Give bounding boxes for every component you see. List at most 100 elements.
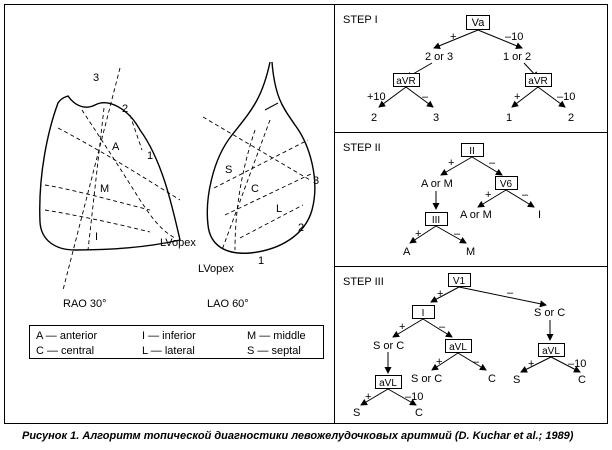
step1-leaf-1: 2 <box>371 112 377 124</box>
step3-avl-low-plus: + <box>365 391 371 403</box>
rao-view-label: RAO 30° <box>63 298 107 310</box>
step2-tree: STEP II II + – A or M V6 + – A or M I II… <box>343 142 541 258</box>
step3-root-plus: + <box>437 288 443 300</box>
step2-root-plus: + <box>448 157 454 169</box>
step3-avl-right-minus: –10 <box>568 358 586 370</box>
step1-left-box <box>393 73 420 87</box>
figure-caption: Рисунок 1. Алгоритм топической диагности… <box>22 430 574 442</box>
step2-v6-box <box>495 176 518 190</box>
step1-left-node: aVR <box>396 76 415 87</box>
lao-line-1: 1 <box>258 255 264 267</box>
lao-heart-diagram: S C L 3 2 1 LVopex LAO 60° <box>198 61 319 310</box>
step3-avl-right-left: S <box>513 374 520 386</box>
step2-iii-plus: + <box>415 228 421 240</box>
step2-iii-left: A <box>403 246 411 258</box>
rao-region-m: M <box>100 183 109 195</box>
step3-avl-right-plus: + <box>528 358 534 370</box>
step3-i-plus: + <box>399 321 405 333</box>
step3-avl-mid-box <box>445 339 472 353</box>
legend-middle: M — middle <box>247 330 306 342</box>
step3-avl-right-box <box>538 343 565 357</box>
legend-box <box>29 325 324 359</box>
step3-i: I <box>422 308 425 319</box>
legend-septal: S — septal <box>247 345 301 357</box>
step2-left-cond: A or M <box>421 178 453 190</box>
step3-avl-mid: aVL <box>449 342 467 353</box>
step2-v6-left: A or M <box>460 209 492 221</box>
step1-root-box <box>466 15 490 30</box>
step2-iii-right: M <box>466 246 475 258</box>
step1-rr-edge: –10 <box>557 91 575 103</box>
lao-apex-label: LVopex <box>198 263 234 275</box>
step3-avl-low-minus: –10 <box>405 391 423 403</box>
rao-region-i: I <box>95 231 98 243</box>
step1-rl-edge: + <box>514 91 520 103</box>
rao-region-a: A <box>112 141 120 153</box>
figure-frame <box>4 4 608 424</box>
step3-right-cond: S or C <box>534 307 565 319</box>
step3-i-box <box>412 305 435 319</box>
step2-title: STEP II <box>343 142 381 154</box>
step3-i-minus: – <box>439 321 446 333</box>
rao-line-2: 2 <box>122 103 128 115</box>
legend: A — anterior I — inferior M — middle C —… <box>29 325 324 359</box>
lao-line-2: 2 <box>298 222 304 234</box>
rao-apex-label: LVopex <box>160 237 196 249</box>
lao-heart-outline <box>206 61 316 254</box>
step2-v6: V6 <box>500 179 513 190</box>
step3-avl-mid-right: C <box>488 373 496 385</box>
step2-root-box <box>461 143 484 157</box>
step1-title: STEP I <box>343 14 378 26</box>
step2-root: II <box>469 146 475 157</box>
legend-inferior: I — inferior <box>142 330 196 342</box>
step3-root: V1 <box>453 276 466 287</box>
lao-region-l: L <box>276 203 282 215</box>
step3-root-minus: – <box>507 287 514 299</box>
legend-central: C — central <box>36 345 94 357</box>
step3-avl-low: aVL <box>379 378 397 389</box>
step1-right-box <box>525 73 552 87</box>
step3-avl-low-box <box>375 375 402 389</box>
step1-root-plus: + <box>450 31 456 43</box>
legend-anterior: A — anterior <box>36 330 97 342</box>
step3-avl-low-left: S <box>353 407 360 419</box>
step1-root: Va <box>472 17 486 29</box>
lao-line-3: 3 <box>313 175 319 187</box>
step2-v6-minus: – <box>522 189 529 201</box>
step1-leaf-4: 2 <box>568 112 574 124</box>
step3-title: STEP III <box>343 276 384 288</box>
step1-root-minus: –10 <box>505 31 523 43</box>
step1-leaf-2: 3 <box>433 112 439 124</box>
lao-view-label: LAO 60° <box>207 298 249 310</box>
step3-avl-right-right: C <box>578 374 586 386</box>
step1-ll-edge: +10 <box>367 91 386 103</box>
step3-i-left-cond: S or C <box>373 340 404 352</box>
step1-right-cond: 1 or 2 <box>503 51 531 63</box>
step1-tree: STEP I Va + –10 2 or 3 1 or 2 aVR aVR +1… <box>343 14 575 124</box>
step2-iii: III <box>432 215 440 226</box>
step1-left-cond: 2 or 3 <box>425 51 453 63</box>
rao-heart-diagram: A M I 3 2 1 LVopex RAO 30° <box>39 67 196 310</box>
step2-iii-minus: – <box>454 228 461 240</box>
step3-root-box <box>448 273 471 287</box>
step1-lr-edge: – <box>422 91 429 103</box>
step3-avl-mid-left: S or C <box>411 373 442 385</box>
lao-region-c: C <box>251 183 259 195</box>
step2-iii-box <box>425 212 448 226</box>
step3-avl-mid-minus: – <box>473 356 480 368</box>
step2-v6-right: I <box>538 209 541 221</box>
rao-line-3: 3 <box>93 72 99 84</box>
step2-root-minus: – <box>489 157 496 169</box>
step3-avl-mid-plus: + <box>436 356 442 368</box>
step3-tree: STEP III V1 + – I + – S or C aVL + – S o… <box>343 273 586 419</box>
step2-v6-plus: + <box>485 189 491 201</box>
rao-heart-outline <box>39 95 181 251</box>
lao-region-s: S <box>225 164 232 176</box>
step1-right-node: aVR <box>528 76 547 87</box>
step1-leaf-3: 1 <box>506 112 512 124</box>
rao-line-1: 1 <box>147 150 153 162</box>
step3-avl-right: aVL <box>542 346 560 357</box>
step3-avl-low-right: C <box>415 407 423 419</box>
legend-lateral: L — lateral <box>142 345 195 357</box>
